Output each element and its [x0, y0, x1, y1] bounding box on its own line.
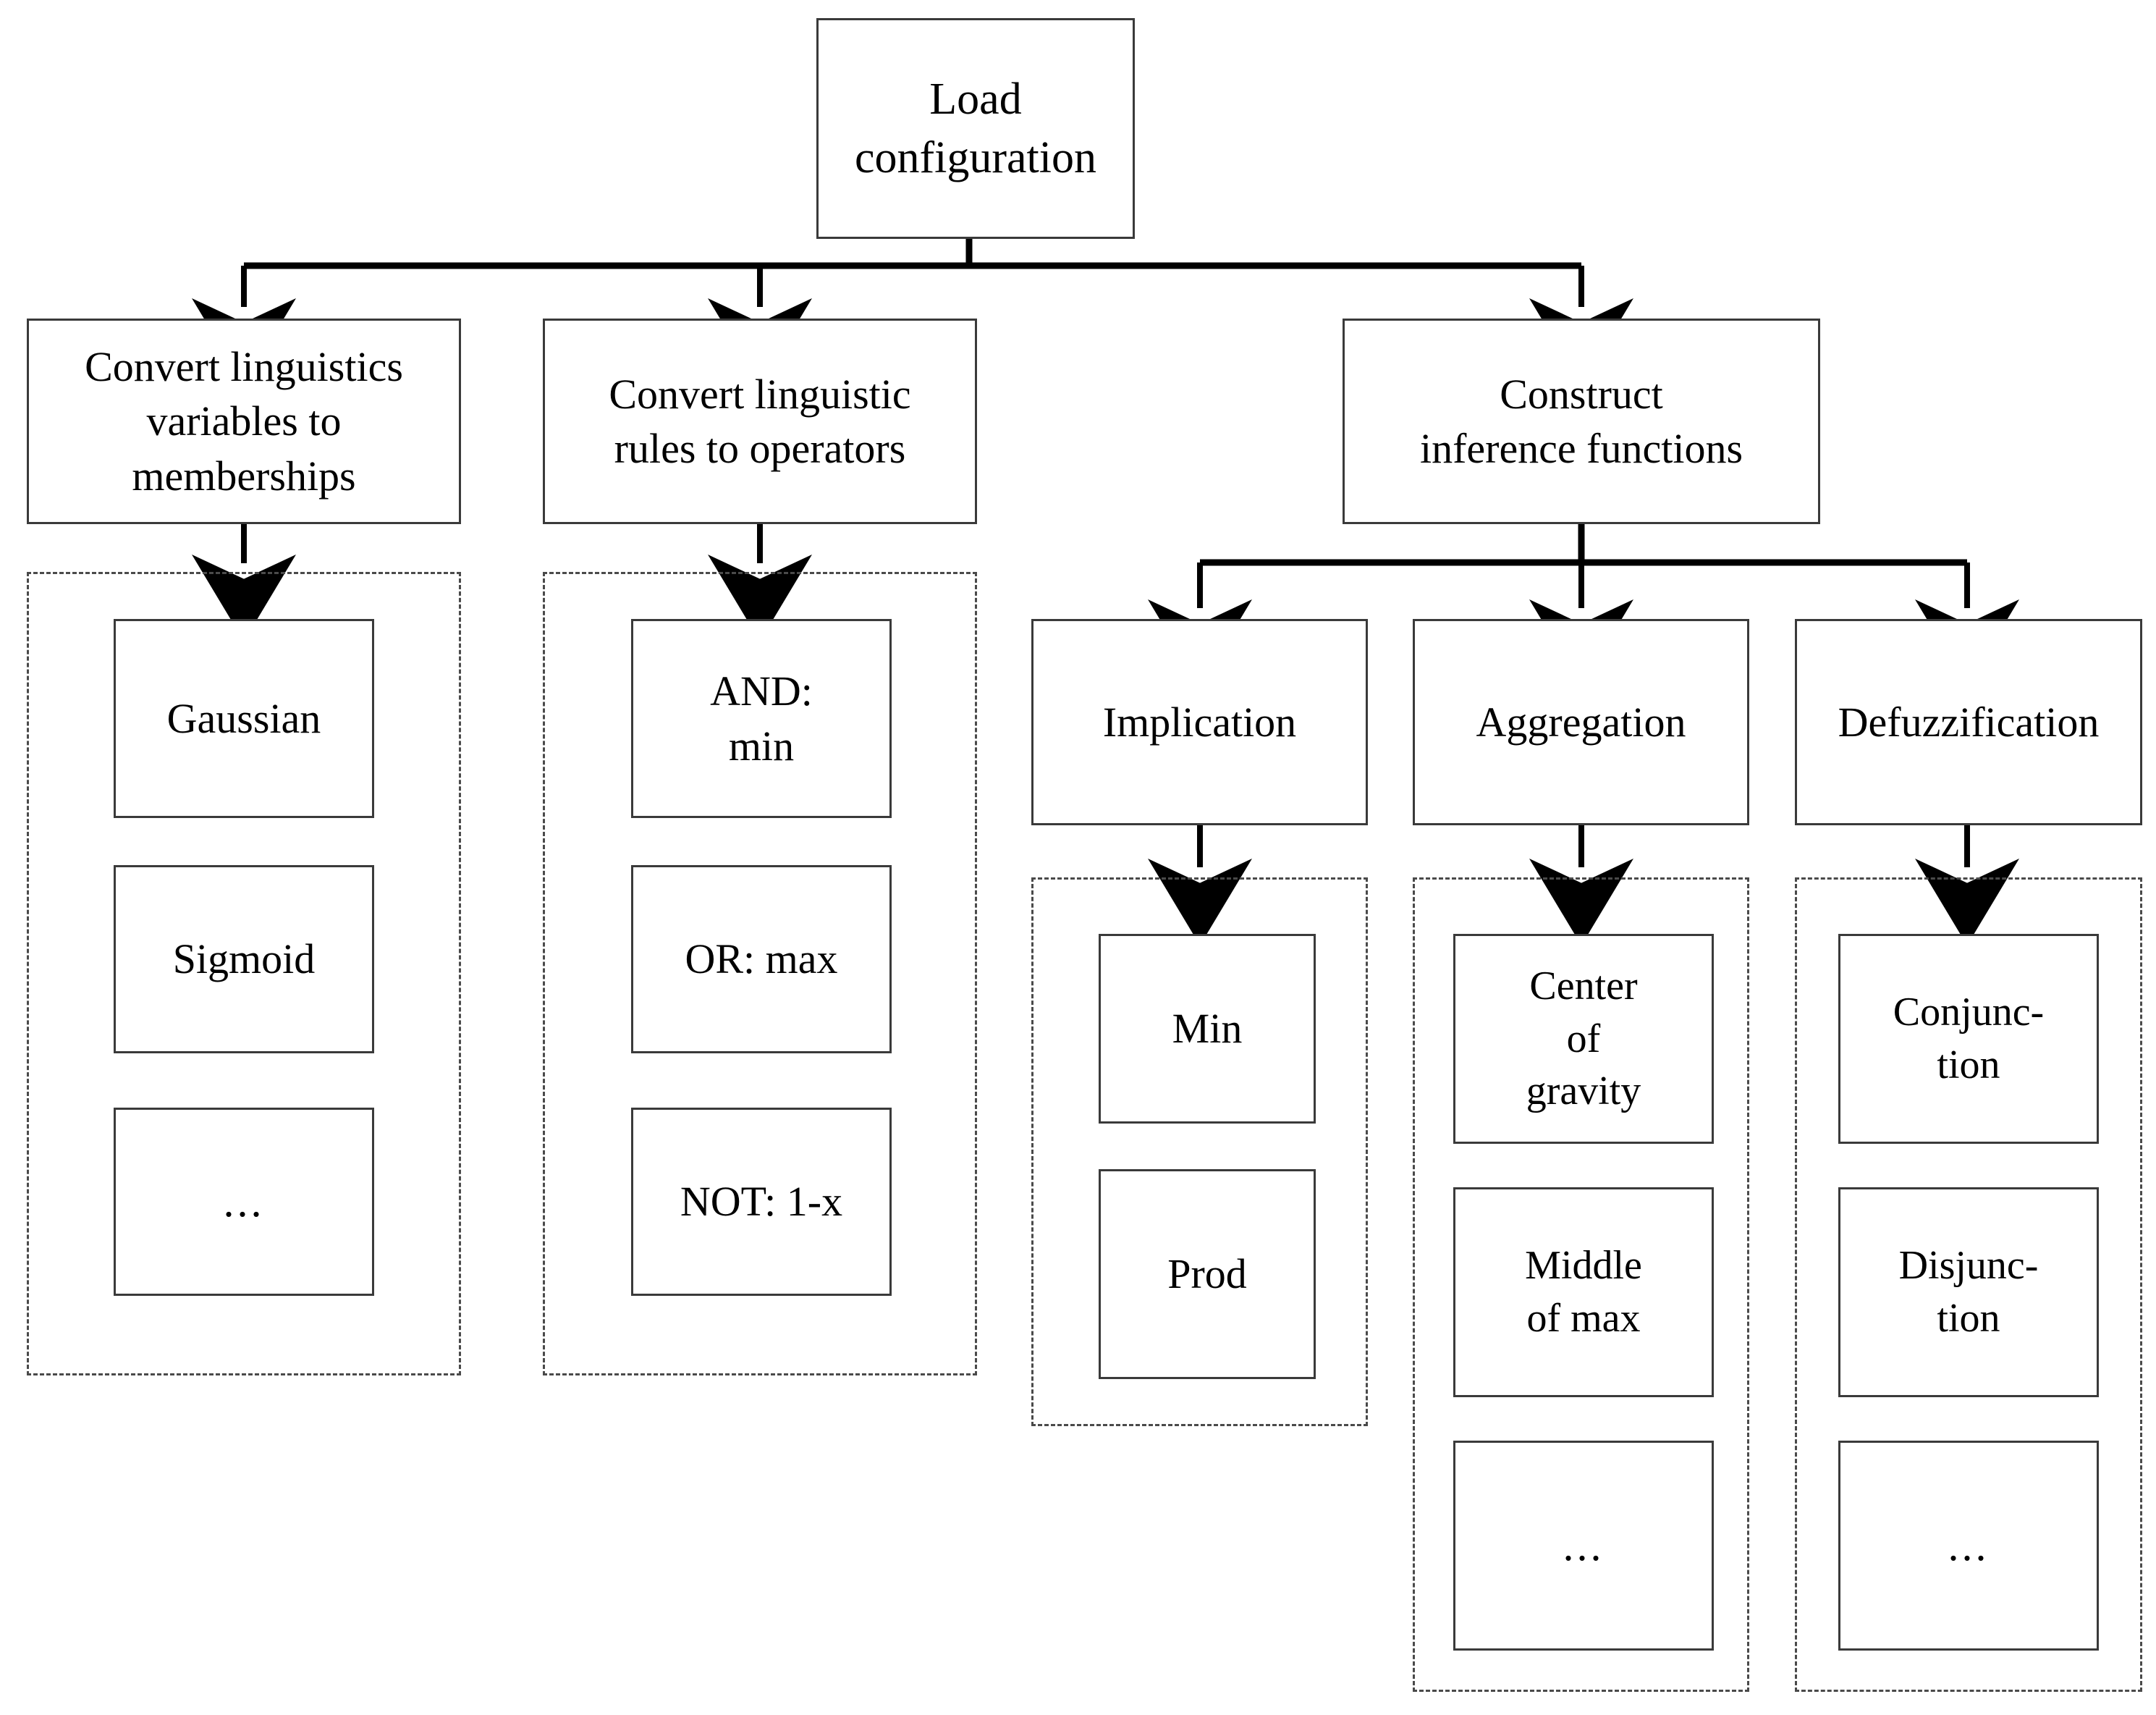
node-convert-linguistics-variables-label: Convert linguistics variables to members… — [85, 342, 403, 500]
node-gaussian[interactable]: Gaussian — [114, 619, 374, 818]
node-aggregation[interactable]: Aggregation — [1413, 619, 1749, 825]
node-sigmoid[interactable]: Sigmoid — [114, 865, 374, 1053]
group-implication-methods — [1031, 877, 1368, 1426]
node-sigmoid-label: Sigmoid — [172, 935, 316, 983]
node-defuzzification-label: Defuzzification — [1838, 698, 2100, 746]
group-logic-operators — [543, 572, 977, 1375]
node-defuzzification-more[interactable]: ... — [1838, 1441, 2099, 1651]
node-middle-of-max[interactable]: Middle of max — [1453, 1187, 1714, 1397]
node-construct-inference-functions[interactable]: Construct inference functions — [1343, 319, 1820, 524]
node-memberships-more-label: ... — [223, 1178, 265, 1226]
node-prod-label: Prod — [1167, 1250, 1247, 1298]
node-min-label: Min — [1172, 1005, 1243, 1053]
node-operator-and[interactable]: AND: min — [631, 619, 892, 818]
node-middle-of-max-label: Middle of max — [1525, 1243, 1642, 1341]
node-construct-inference-functions-label: Construct inference functions — [1419, 370, 1743, 472]
node-prod[interactable]: Prod — [1099, 1169, 1316, 1379]
node-aggregation-more-label: ... — [1563, 1522, 1605, 1569]
node-convert-linguistic-rules-label: Convert linguistic rules to operators — [609, 370, 911, 472]
node-convert-linguistics-variables[interactable]: Convert linguistics variables to members… — [27, 319, 461, 524]
node-defuzzification-more-label: ... — [1948, 1522, 1990, 1569]
node-aggregation-label: Aggregation — [1476, 698, 1686, 746]
node-operator-or[interactable]: OR: max — [631, 865, 892, 1053]
node-convert-linguistic-rules[interactable]: Convert linguistic rules to operators — [543, 319, 977, 524]
node-aggregation-more[interactable]: ... — [1453, 1441, 1714, 1651]
node-load-configuration-label: Load configuration — [854, 74, 1096, 182]
group-defuzzification-methods — [1795, 877, 2142, 1692]
node-implication[interactable]: Implication — [1031, 619, 1368, 825]
node-operator-not-label: NOT: 1-x — [680, 1178, 843, 1226]
node-operator-not[interactable]: NOT: 1-x — [631, 1108, 892, 1296]
node-defuzzification[interactable]: Defuzzification — [1795, 619, 2142, 825]
node-gaussian-label: Gaussian — [166, 694, 321, 742]
node-conjunction-label: Conjunc- tion — [1893, 990, 2045, 1087]
group-membership-functions — [27, 572, 461, 1375]
node-min[interactable]: Min — [1099, 934, 1316, 1124]
node-operator-and-label: AND: min — [710, 667, 813, 770]
node-memberships-more[interactable]: ... — [114, 1108, 374, 1296]
node-implication-label: Implication — [1102, 698, 1297, 746]
node-load-configuration[interactable]: Load configuration — [816, 18, 1135, 239]
group-aggregation-methods — [1413, 877, 1749, 1692]
node-disjunction[interactable]: Disjunc- tion — [1838, 1187, 2099, 1397]
node-operator-or-label: OR: max — [685, 935, 838, 983]
node-center-of-gravity[interactable]: Center of gravity — [1453, 934, 1714, 1144]
node-disjunction-label: Disjunc- tion — [1898, 1243, 2039, 1341]
node-center-of-gravity-label: Center of gravity — [1526, 963, 1641, 1114]
node-conjunction[interactable]: Conjunc- tion — [1838, 934, 2099, 1144]
